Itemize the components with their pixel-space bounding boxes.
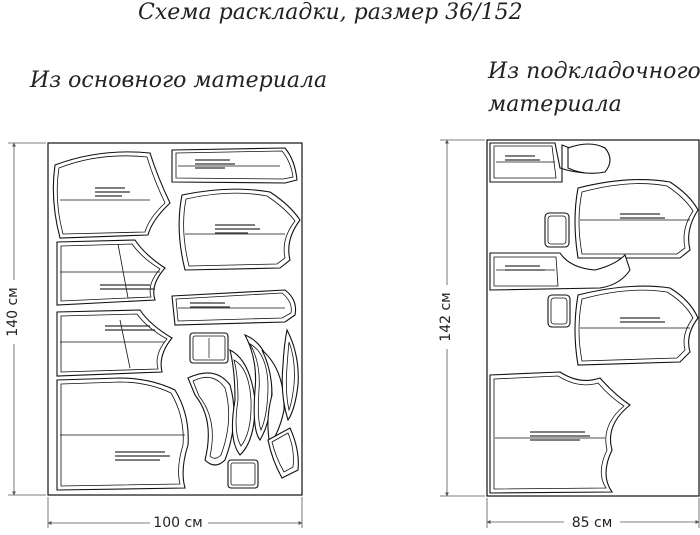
main-height-label: 140 см <box>5 287 21 336</box>
pattern-piece <box>178 188 301 271</box>
pattern-piece <box>267 427 299 479</box>
main-fabric-sheet <box>47 142 303 496</box>
pattern-piece <box>489 252 631 291</box>
pattern-piece <box>52 151 171 239</box>
pattern-piece <box>56 239 166 306</box>
main-width-label: 100 см <box>153 515 202 531</box>
pattern-piece <box>227 459 259 489</box>
pattern-piece <box>56 309 173 377</box>
pattern-piece <box>489 371 631 494</box>
pattern-piece <box>56 377 189 491</box>
pattern-piece <box>574 179 699 259</box>
pattern-piece <box>171 147 298 184</box>
pattern-piece <box>281 328 299 422</box>
pattern-piece <box>574 285 699 366</box>
pattern-piece <box>544 212 570 248</box>
lining-material-layout: 85 см 142 см <box>437 139 700 531</box>
lining-label-line1: Из подкладочного <box>488 59 700 84</box>
lining-material-label: Из подкладочного материала <box>488 55 700 121</box>
lining-height-label: 142 см <box>438 292 454 341</box>
pattern-piece <box>189 332 229 364</box>
main-material-label: Из основного материала <box>30 68 328 93</box>
pattern-piece <box>567 143 611 174</box>
pattern-piece <box>547 294 571 328</box>
main-material-layout: 100 см 140 см <box>4 142 303 531</box>
layout-title: Схема раскладки, размер 36/152 <box>138 0 523 25</box>
pattern-piece <box>229 348 256 456</box>
lining-label-line2: материала <box>488 92 622 117</box>
pattern-piece <box>187 372 235 466</box>
pattern-piece <box>171 289 297 326</box>
lining-fabric-sheet <box>486 139 700 497</box>
lining-width-label: 85 см <box>572 515 613 531</box>
